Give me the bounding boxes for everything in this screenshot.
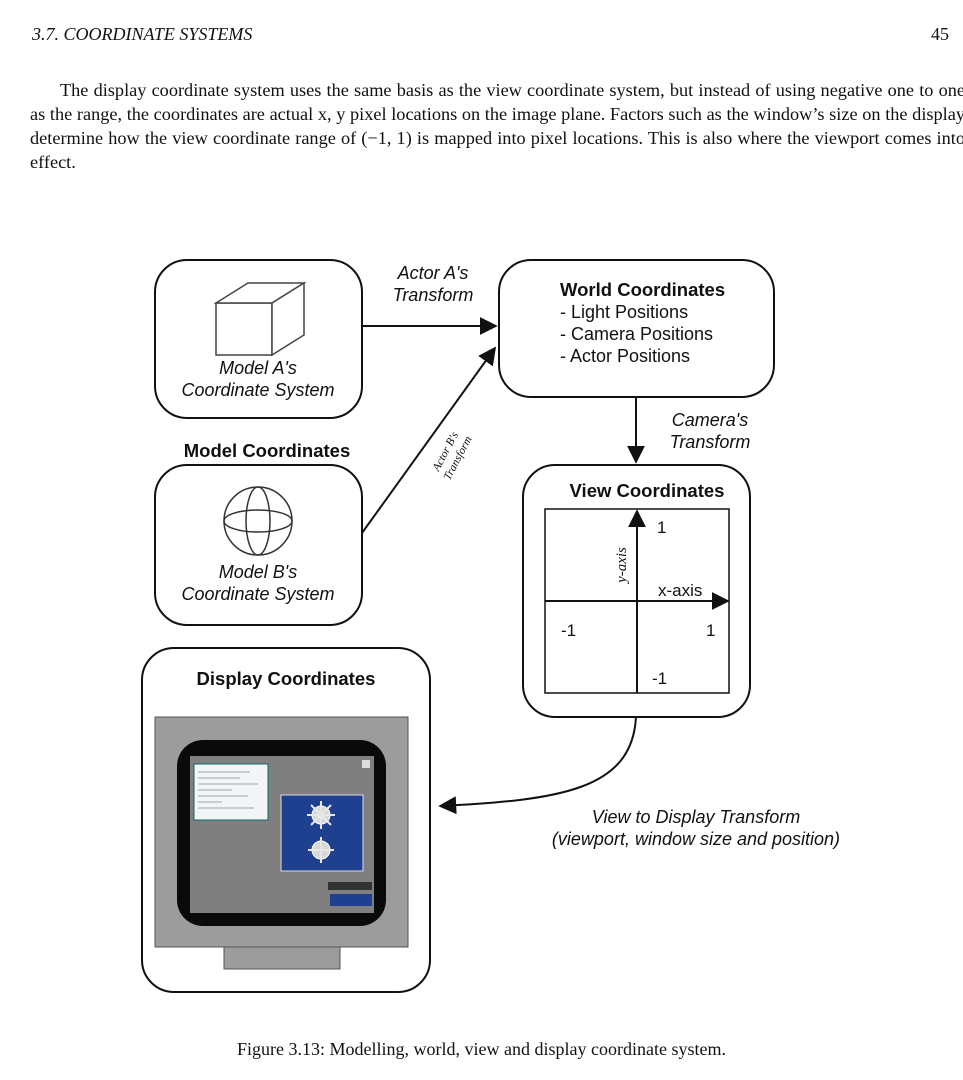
actor-a-transform-line1: Actor A's: [397, 263, 469, 283]
page-number: 45: [931, 24, 949, 44]
model-coordinates-label: Model Coordinates: [184, 440, 351, 461]
world-item-light: - Light Positions: [560, 302, 688, 322]
model-b-box: [154, 464, 363, 626]
cube-icon: [213, 281, 307, 357]
view-coordinates-title: View Coordinates: [570, 480, 725, 501]
world-item-camera: - Camera Positions: [560, 324, 713, 344]
y-axis-label: y-axis: [614, 547, 630, 585]
world-coordinates-title: World Coordinates: [560, 279, 725, 300]
camera-transform-line1: Camera's: [672, 410, 748, 430]
x-axis-label: x-axis: [658, 581, 702, 600]
monitor-icon: [154, 716, 409, 970]
view-to-display-line1: View to Display Transform: [592, 807, 800, 827]
model-a-label-line1: Model A's: [219, 358, 297, 378]
y-negative-tick: -1: [652, 669, 667, 688]
y-positive-tick: 1: [657, 518, 666, 537]
x-negative-tick: -1: [561, 621, 576, 640]
camera-transform-line2: Transform: [670, 432, 751, 452]
model-b-label-line1: Model B's: [219, 562, 297, 582]
actor-b-arrow: [361, 346, 497, 534]
model-a-label-line2: Coordinate System: [181, 380, 334, 400]
x-positive-tick: 1: [706, 621, 715, 640]
sphere-icon: [223, 486, 293, 556]
body-paragraph: The display coordinate system uses the s…: [30, 80, 963, 172]
section-header: 3.7. COORDINATE SYSTEMS: [32, 24, 253, 44]
world-item-actor: - Actor Positions: [560, 346, 690, 366]
display-coordinates-title: Display Coordinates: [197, 668, 376, 689]
view-to-display-arrow: [438, 716, 637, 815]
figure-caption: Figure 3.13: Modelling, world, view and …: [237, 1039, 726, 1059]
model-b-label-line2: Coordinate System: [181, 584, 334, 604]
view-to-display-line2: (viewport, window size and position): [552, 829, 840, 849]
actor-a-transform-line2: Transform: [393, 285, 474, 305]
